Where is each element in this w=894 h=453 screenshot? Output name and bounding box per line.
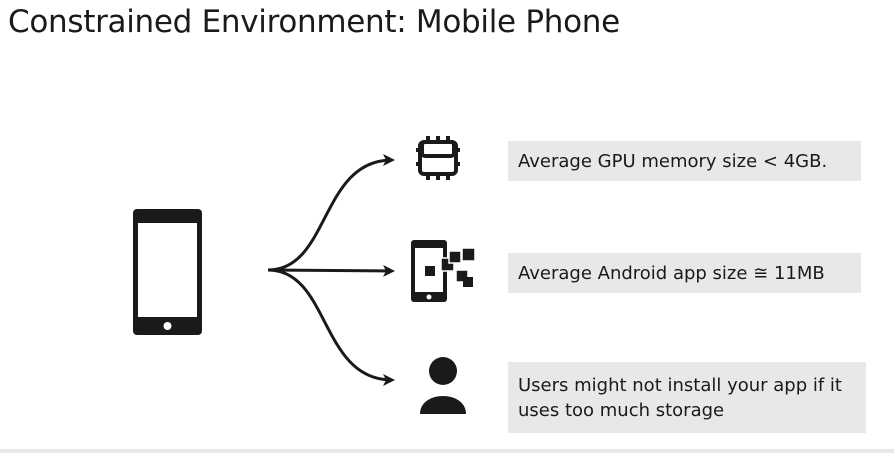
user-icon	[420, 357, 466, 414]
arrow-to-apps	[267, 264, 395, 277]
android-apps-icon	[411, 240, 476, 302]
bottom-divider	[0, 449, 894, 453]
arrow-to-user	[267, 268, 395, 386]
gpu-memory-box: Average GPU memory size < 4GB.	[508, 141, 861, 181]
gpu-chip-icon	[416, 136, 460, 180]
app-size-box: Average Android app size ≅ 11MB	[508, 253, 861, 293]
mobile-phone-icon	[133, 209, 202, 335]
arrow-to-gpu	[267, 154, 395, 272]
slide-title: Constrained Environment: Mobile Phone	[8, 4, 620, 40]
storage-warning-box: Users might not install your app if it u…	[508, 362, 866, 433]
gpu-memory-text: Average GPU memory size < 4GB.	[518, 150, 828, 172]
storage-warning-text: Users might not install your app if it u…	[518, 374, 842, 421]
app-size-text: Average Android app size ≅ 11MB	[518, 262, 825, 284]
